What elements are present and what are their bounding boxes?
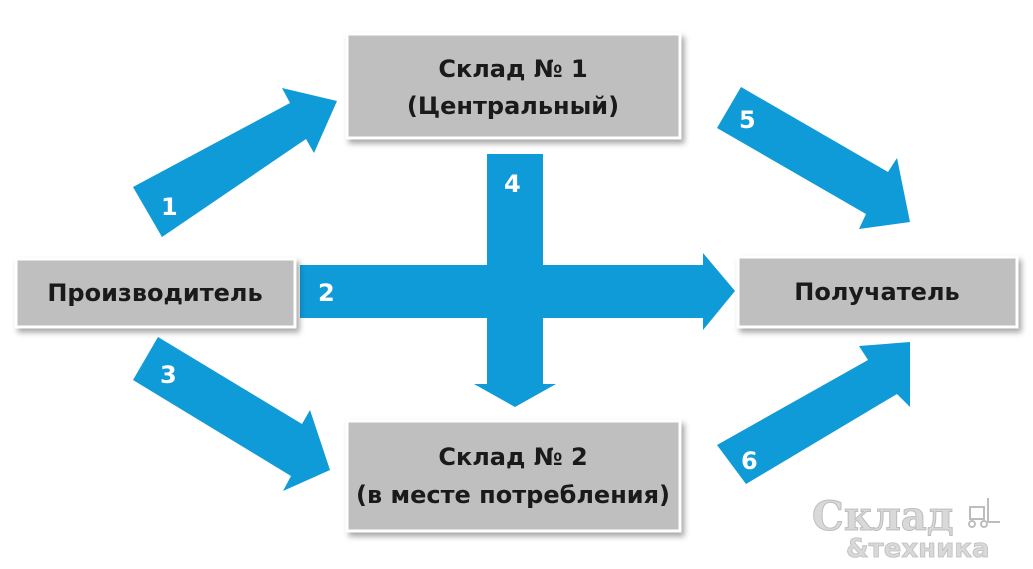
warehouse-1-box: Склад № 1 (Центральный) xyxy=(345,32,682,140)
warehouse-1-title: Склад № 1 xyxy=(438,55,587,83)
producer-box: Производитель xyxy=(14,257,297,329)
arrow-6-number: 6 xyxy=(741,447,758,475)
arrow-5-shape xyxy=(717,87,910,229)
arrow-1-shape xyxy=(133,88,337,237)
arrow-2-number: 2 xyxy=(318,279,335,307)
arrow-6: 6 xyxy=(717,342,910,484)
producer-label: Производитель xyxy=(47,279,262,307)
publisher-logo: Склад &техника xyxy=(812,493,1000,564)
arrow-5-number: 5 xyxy=(739,106,756,134)
arrow-3-shape xyxy=(133,337,330,491)
logo-top-text: Склад xyxy=(812,493,954,540)
arrow-4-number: 4 xyxy=(504,170,521,198)
arrow-6-shape xyxy=(717,342,910,484)
arrow-3-number: 3 xyxy=(160,361,177,389)
forklift-icon xyxy=(968,498,1000,528)
warehouse-2-box: Склад № 2 (в месте потребления) xyxy=(345,419,682,533)
arrow-1-number: 1 xyxy=(161,193,178,221)
arrow-4: 4 xyxy=(474,154,556,407)
recipient-box: Получатель xyxy=(736,255,1019,329)
arrow-1: 1 xyxy=(133,88,337,237)
recipient-label: Получатель xyxy=(794,278,959,306)
arrow-4-shape xyxy=(474,154,556,407)
logo-bottom-text: &техника xyxy=(846,534,990,564)
warehouse-1-subtitle: (Центральный) xyxy=(407,92,619,120)
warehouse-2-title: Склад № 2 xyxy=(438,443,587,471)
arrow-5: 5 xyxy=(717,87,910,229)
arrow-3: 3 xyxy=(133,337,330,491)
warehouse-2-subtitle: (в месте потребления) xyxy=(356,481,670,509)
